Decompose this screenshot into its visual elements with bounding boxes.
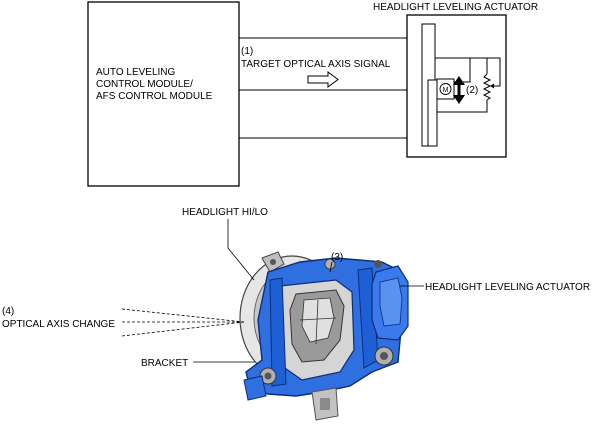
module-label-line-3: AFS CONTROL MODULE bbox=[96, 91, 213, 102]
hilo-label: HEADLIGHT HI/LO bbox=[182, 207, 268, 218]
motor-letter: M bbox=[443, 87, 449, 94]
optical-axis-lines bbox=[121, 308, 245, 337]
bracket-number: (3) bbox=[331, 252, 343, 263]
optical-number: (4) bbox=[2, 306, 14, 317]
signal-direction-arrow-icon bbox=[307, 71, 339, 88]
optical-label: OPTICAL AXIS CHANGE bbox=[2, 319, 115, 330]
motor-icon bbox=[439, 83, 452, 95]
leader-lines bbox=[193, 219, 424, 363]
signal-label: TARGET OPTICAL AXIS SIGNAL bbox=[241, 59, 391, 70]
control-module-block: AUTO LEVELING CONTROL MODULE/ AFS CONTRO… bbox=[87, 1, 240, 187]
actuator-label: HEADLIGHT LEVELING ACTUATOR bbox=[425, 282, 590, 293]
potentiometer-icon bbox=[482, 73, 492, 101]
bracket-label: BRACKET bbox=[141, 358, 188, 369]
sensor-number: (2) bbox=[466, 85, 478, 96]
module-label-line-1: AUTO LEVELING bbox=[96, 67, 176, 78]
vertical-movement-arrow-icon bbox=[453, 76, 465, 104]
signal-wires bbox=[239, 37, 428, 139]
module-label-line-2: CONTROL MODULE/ bbox=[96, 79, 193, 90]
actuator-title: HEADLIGHT LEVELING ACTUATOR bbox=[373, 2, 538, 13]
signal-number: (1) bbox=[241, 46, 253, 57]
actuator-block: M (2) bbox=[406, 14, 507, 158]
headlight-illustration bbox=[239, 251, 409, 421]
